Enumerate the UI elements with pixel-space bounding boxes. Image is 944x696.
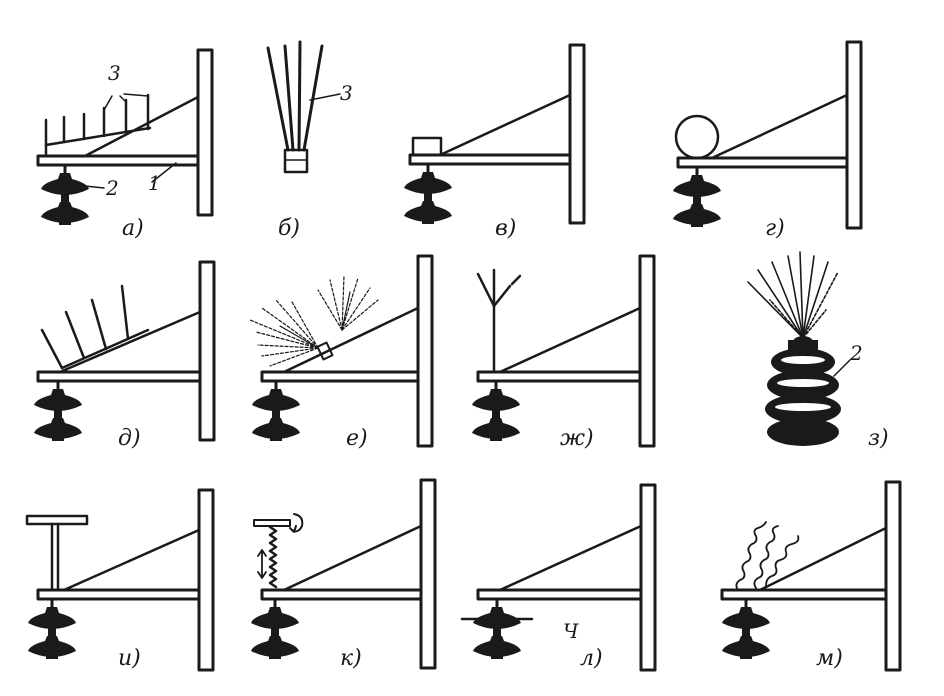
crossarm	[676, 156, 849, 169]
panel-e: е)	[249, 254, 434, 451]
panel-label: з)	[868, 426, 889, 451]
clamp	[283, 148, 309, 174]
panel-z: 2 з)	[747, 251, 889, 451]
crossarm	[476, 370, 642, 383]
panel-b: 3 б)	[266, 40, 353, 241]
label-num-4: Ч	[563, 619, 579, 643]
panel-l: Ч л)	[460, 483, 657, 672]
panel-d: д)	[32, 260, 216, 451]
crossarm	[36, 588, 201, 601]
label-num-1: 1	[148, 171, 161, 195]
pole	[419, 478, 437, 670]
spring-coils	[735, 521, 800, 591]
panel-label: ж)	[560, 426, 594, 451]
pole	[568, 43, 586, 225]
label-num-2: 2	[105, 176, 119, 200]
insulator	[470, 379, 522, 443]
panel-label: л)	[580, 646, 603, 671]
crossarm	[476, 588, 643, 601]
brace	[758, 526, 888, 592]
brace	[58, 310, 202, 374]
panel-label: к)	[340, 646, 362, 671]
pole	[884, 480, 902, 672]
insulator	[26, 597, 78, 661]
pole	[197, 488, 215, 672]
brace	[83, 95, 200, 158]
insulator	[402, 162, 454, 226]
rotor-bar	[253, 519, 291, 527]
brace	[62, 528, 201, 592]
insulator	[249, 597, 301, 661]
label-num-2: 2	[849, 341, 863, 365]
crossarm	[36, 370, 202, 383]
pole	[845, 40, 863, 230]
pole	[639, 483, 657, 672]
bristle-tuft-left	[249, 299, 319, 367]
pole	[416, 254, 434, 448]
panel-label: и)	[118, 646, 141, 671]
pole	[196, 48, 214, 217]
brace	[498, 306, 642, 374]
panel-label: д)	[118, 426, 141, 451]
insulator	[32, 379, 84, 443]
panel-label: е)	[346, 426, 368, 451]
brace	[710, 93, 849, 160]
panel-k: к)	[249, 478, 437, 671]
bristle-tuft-right	[317, 275, 379, 331]
insulator	[250, 379, 302, 443]
panel-i: и)	[25, 488, 215, 672]
label-num-3: 3	[108, 61, 121, 85]
bristle-brush	[747, 251, 839, 339]
rotation-arrow	[291, 513, 304, 533]
panel-v: в)	[402, 43, 586, 241]
t-bar	[25, 514, 89, 526]
clamp	[316, 341, 334, 361]
panel-label: в)	[495, 216, 516, 241]
crossarm	[36, 154, 200, 167]
brace	[438, 93, 572, 157]
spiral-shaft	[268, 525, 278, 589]
brace	[498, 524, 643, 592]
crossarm	[408, 153, 572, 166]
insulator	[39, 163, 91, 227]
insulator	[720, 597, 772, 661]
panel-label: а)	[122, 216, 144, 241]
panel-m: м)	[720, 480, 902, 672]
panel-g: г)	[671, 40, 863, 241]
crossarm	[260, 588, 423, 601]
label-num-3: 3	[340, 81, 353, 105]
panel-label: б)	[278, 216, 300, 241]
brace	[282, 306, 420, 374]
insulator-stack	[765, 336, 841, 446]
panel-a: 3 2 1 а)	[36, 48, 214, 241]
insulator	[671, 165, 723, 229]
brace	[282, 524, 423, 592]
panel-zh: ж)	[470, 254, 656, 451]
panel-label: г)	[765, 216, 785, 241]
pole	[198, 260, 216, 442]
block	[411, 136, 443, 157]
panel-label: м)	[816, 646, 843, 671]
crossarm	[720, 588, 888, 601]
ball	[674, 114, 720, 160]
crossarm	[260, 370, 420, 383]
pole	[638, 254, 656, 448]
insulator	[471, 597, 523, 661]
